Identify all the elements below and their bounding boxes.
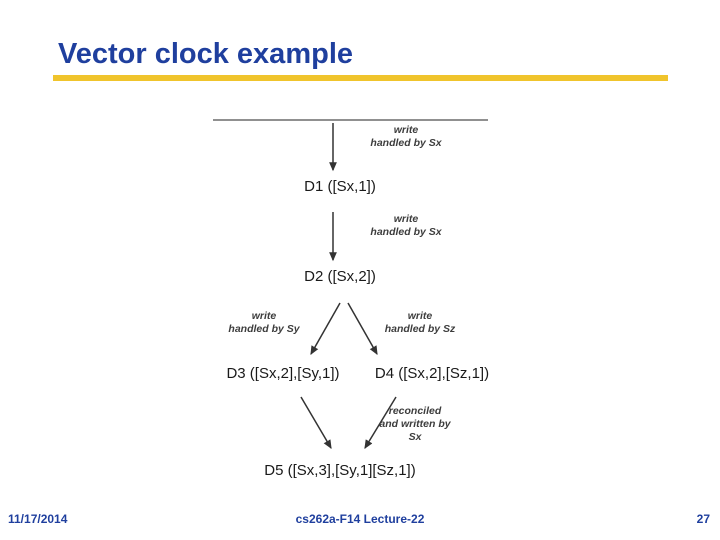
diagram-node-d2: D2 ([Sx,2]) [304,268,376,285]
edge-label-line1: write [407,310,433,322]
edge-label-line2: and written by [379,418,451,430]
footer-date: 11/17/2014 [8,512,68,526]
edge-d3-to-d5 [300,396,332,450]
edge-label-line2: handled by Sx [370,137,442,149]
edge-label-line2: handled by Sz [384,323,456,335]
diagram-node-d3: D3 ([Sx,2],[Sy,1]) [226,365,340,382]
edge-label-line1: write [251,310,277,322]
page-title: Vector clock example [58,38,353,70]
title-underline-rule [53,75,668,81]
edge-label-line2: handled by Sy [228,323,300,335]
footer-page-number: 27 [696,512,710,526]
diagram-connectors [213,119,488,450]
edge-label-write-sx-2: write handled by Sx [341,213,471,239]
diagram-node-d5: D5 ([Sx,3],[Sy,1][Sz,1]) [264,462,416,479]
diagram-node-d1: D1 ([Sx,1]) [304,178,376,195]
vector-clock-diagram: write handled by Sx write handled by Sx … [0,100,720,500]
edge-label-line1: write [393,124,419,136]
edge-d2-to-d3 [310,302,341,356]
edge-label-line3: Sx [408,431,422,443]
edge-label-reconciled-sx: reconciled and written by Sx [360,405,470,444]
edge-label-line1: reconciled [388,405,442,417]
edge-label-line2: handled by Sx [370,226,442,238]
edge-label-line1: write [393,213,419,225]
edge-d4-to-d5 [364,396,397,450]
diagram-node-d4: D4 ([Sx,2],[Sz,1]) [374,365,490,382]
footer-course: cs262a-F14 Lecture-22 [295,512,425,526]
edge-d2-to-d4 [347,302,378,356]
edge-label-write-sz: write handled by Sz [355,310,485,336]
edge-label-write-sy: write handled by Sy [199,310,329,336]
edge-label-write-sx-1: write handled by Sx [341,124,471,150]
